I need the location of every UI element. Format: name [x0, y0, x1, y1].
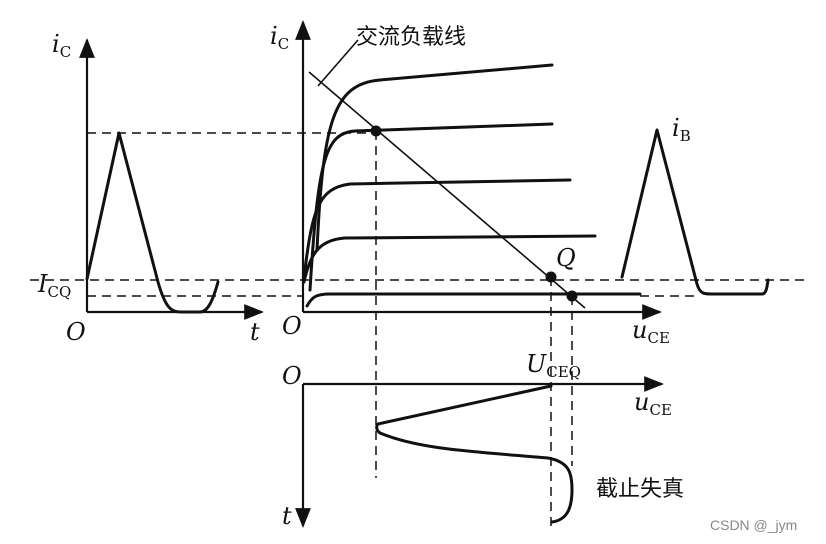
ic-left-label: iC	[52, 30, 71, 61]
ib-waveform	[620, 128, 770, 296]
uce-mid-label: uCE	[632, 316, 670, 347]
distortion-label: 截止失真	[596, 477, 684, 502]
origin-left-label: O	[66, 318, 86, 346]
uceq-label: UCEQ	[526, 350, 581, 381]
characteristic-curve-5	[315, 63, 554, 252]
uce-waveform	[375, 384, 574, 524]
watermark: CSDN @_jym	[710, 517, 797, 533]
load-line-pointer	[317, 39, 359, 87]
ib-label: iB	[672, 114, 691, 145]
characteristic-curve-3	[302, 178, 572, 280]
t-left-label: t	[250, 318, 260, 346]
origin-bottom-label: O	[282, 362, 302, 390]
uce-bottom-label: uCE	[634, 388, 672, 419]
characteristic-curve-2	[302, 234, 597, 284]
load-line-label: 交流负载线	[356, 25, 466, 50]
left-ic-waveform	[85, 131, 220, 314]
ac-load-line	[308, 71, 586, 309]
q-label: Q	[556, 244, 576, 272]
ic-mid-label: iC	[270, 22, 289, 53]
icq-label: ICQ	[37, 270, 71, 301]
characteristic-curve-4	[308, 122, 554, 292]
t-bottom-label: t	[282, 502, 292, 530]
characteristic-curve-1	[305, 292, 642, 308]
origin-mid-label: O	[282, 312, 302, 340]
